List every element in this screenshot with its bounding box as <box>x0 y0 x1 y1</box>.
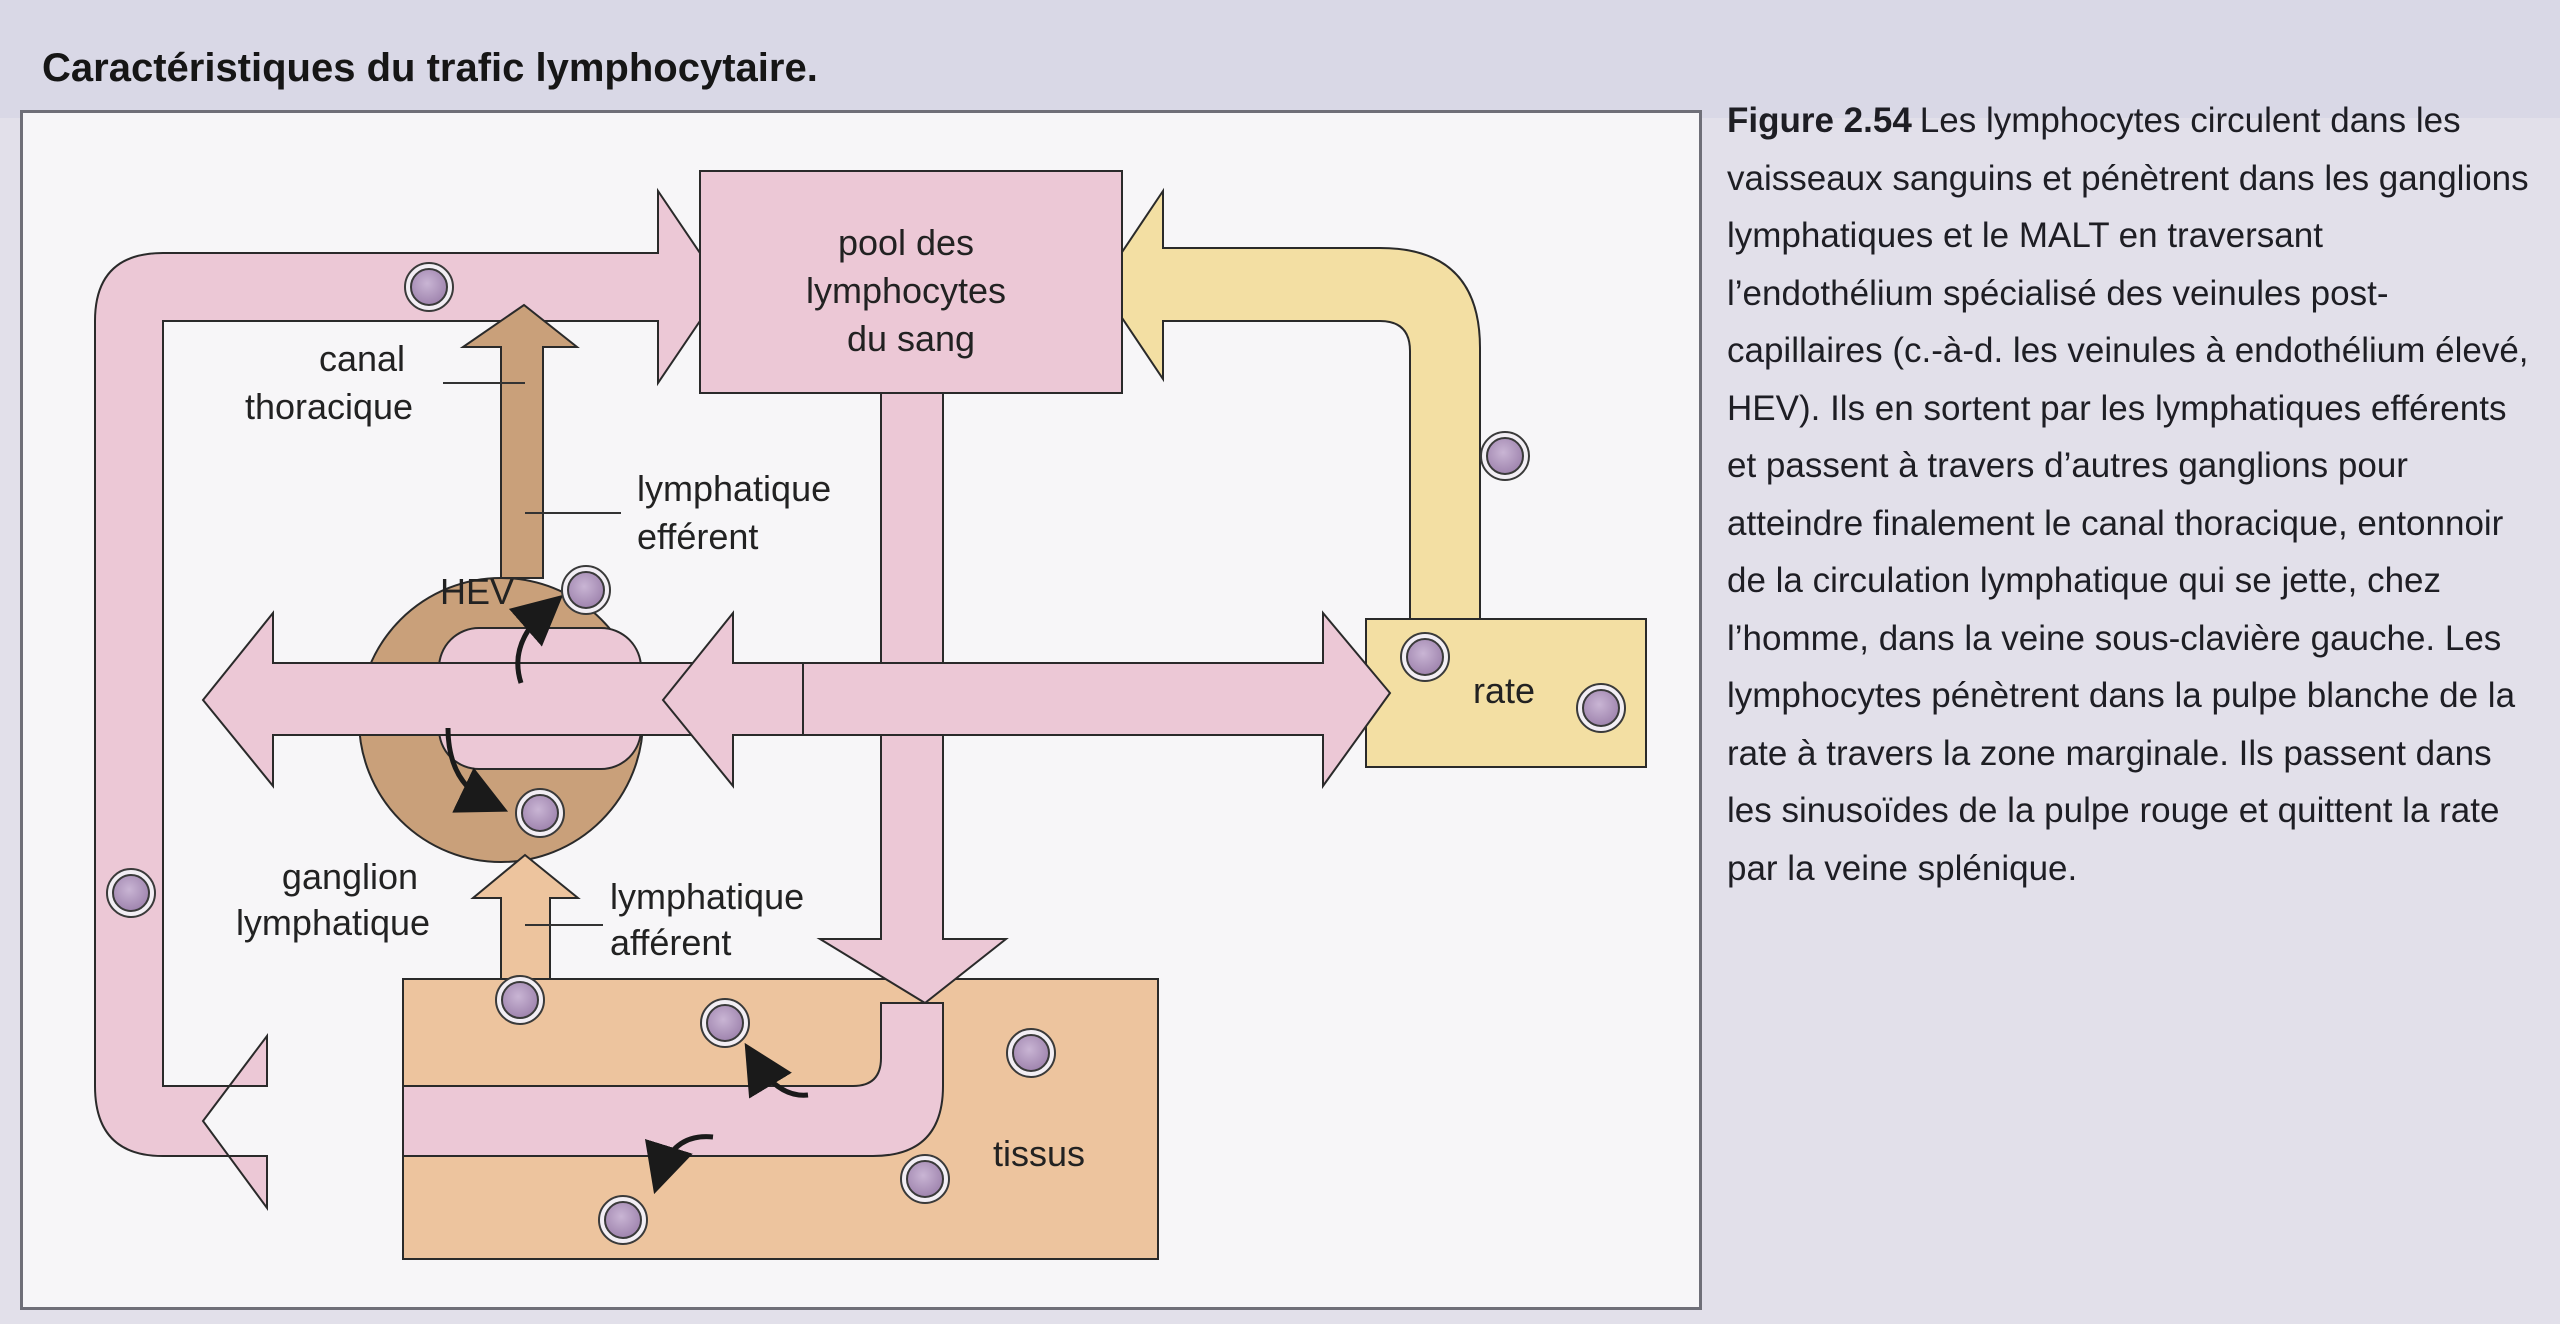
thoracic-duct-label: canal thoracique <box>245 338 415 427</box>
lymphocyte-cell <box>706 1004 744 1042</box>
lymphocyte-cell <box>521 794 559 832</box>
caption-text: Les lymphocytes circulent dans les vaiss… <box>1727 101 2529 888</box>
left-pointing-arrowhead-mid <box>661 610 804 789</box>
lymphocyte-cell <box>1406 638 1444 676</box>
efferent-lymphatic-label: lymphatique efférent <box>637 468 841 557</box>
lymphocyte-cell <box>567 571 605 609</box>
lymphocyte-cell <box>1582 689 1620 727</box>
lymph-node-label: ganglion lymphatique <box>236 856 430 943</box>
afferent-lymphatic-label: lymphatique afférent <box>610 876 814 963</box>
lymphocyte-cell <box>1012 1034 1050 1072</box>
hev-exit-arrow <box>508 594 564 684</box>
hev-entry-arrow <box>445 727 509 813</box>
header-band <box>0 0 2560 118</box>
lymphocyte-cell <box>604 1201 642 1239</box>
blood-to-tissue-arrow <box>645 1134 714 1195</box>
lymphocyte-cell <box>906 1160 944 1198</box>
spleen-label: rate <box>1473 670 1535 711</box>
tissue-return-channel <box>402 1002 944 1157</box>
figure-title: Caractéristiques du trafic lymphocytaire… <box>42 46 818 90</box>
afferent-lymphatic-path <box>470 853 581 980</box>
blood-pool-label: pool des lymphocytes du sang <box>806 222 1016 359</box>
figure-number: Figure 2.54 <box>1727 101 1912 140</box>
lymphocyte-cell <box>112 874 150 912</box>
thoracic-duct-path <box>459 303 580 579</box>
hev-label: HEV <box>440 571 514 612</box>
blood-pool-box <box>699 170 1123 394</box>
lymphocyte-cell <box>1486 437 1524 475</box>
diagram-panel: pool des lymphocytes du sang canal thora… <box>20 110 1702 1310</box>
lymphocyte-cells <box>106 262 1626 1245</box>
tissue-to-lymph-arrow <box>744 1042 809 1099</box>
outer-lymph-loop-path <box>94 187 725 1212</box>
splenic-vein-return-path <box>1098 187 1481 620</box>
lymphocyte-cell <box>501 981 539 1019</box>
tissues-label: tissus <box>993 1133 1085 1174</box>
lymphocyte-traffic-diagram: pool des lymphocytes du sang canal thora… <box>94 170 1647 1260</box>
lymphocyte-cell <box>410 268 448 306</box>
